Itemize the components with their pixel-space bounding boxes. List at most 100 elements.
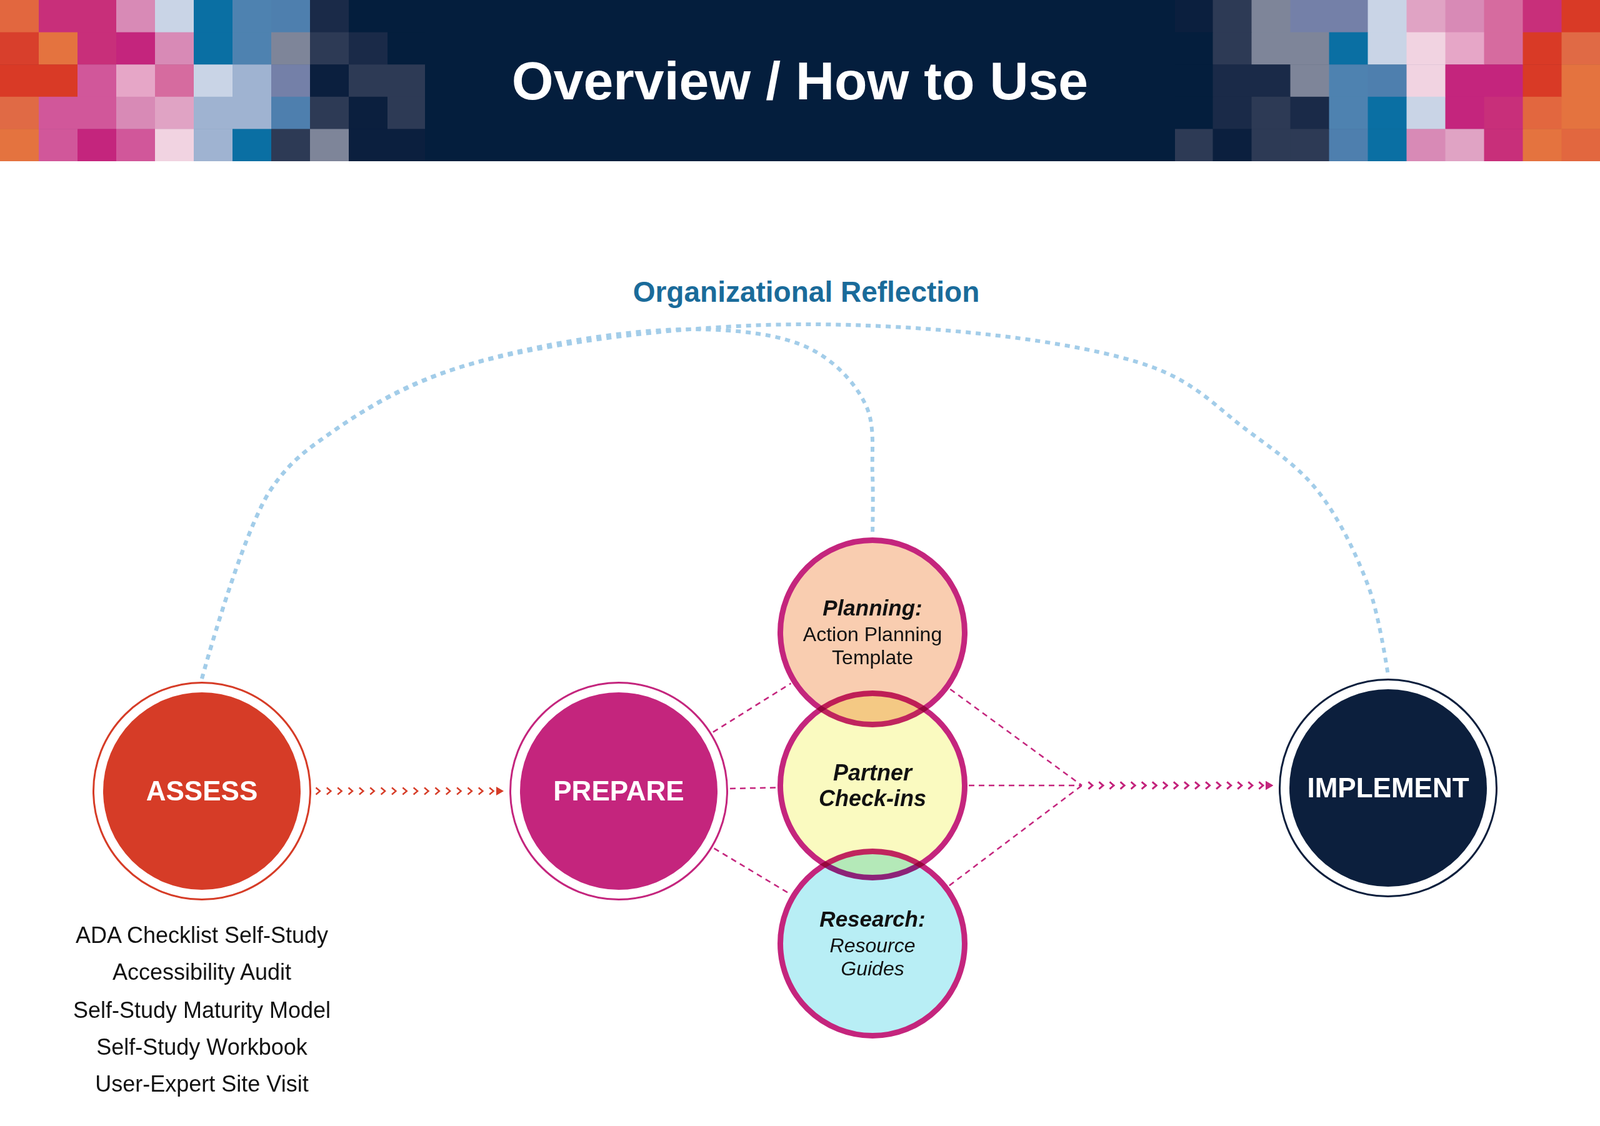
mosaic-tile <box>1290 128 1330 162</box>
dashed-line <box>713 683 792 733</box>
mosaic-tile <box>387 128 427 162</box>
mosaic-tile <box>193 0 234 33</box>
circle-fill <box>1289 689 1487 887</box>
circle-fill <box>520 692 718 890</box>
title-holder: Overview / How to Use <box>425 0 1175 162</box>
mosaic-tile <box>1173 64 1214 97</box>
circle-node: IMPLEMENT <box>1278 678 1499 899</box>
circle-fill <box>780 851 965 1037</box>
node-heading: PREPARE <box>525 775 713 808</box>
mosaic-tile <box>271 0 311 33</box>
page-title: Overview / How to Use <box>511 50 1089 112</box>
chevron-arrow <box>318 791 503 792</box>
mosaic-tile <box>116 0 156 33</box>
mosaic-tile <box>1406 0 1446 33</box>
circle-node: Research:Resource Guides <box>777 848 968 1039</box>
mosaic-tile <box>310 0 350 33</box>
dashed-line <box>949 785 1082 886</box>
circle-node: PREPARE <box>508 681 729 902</box>
mosaic-tile <box>1483 64 1524 97</box>
mosaic-tile <box>1483 32 1524 65</box>
chevron-arrow <box>1090 785 1272 787</box>
mosaic-tile <box>1367 0 1407 33</box>
mosaic-tile <box>193 128 234 162</box>
mosaic-tile <box>1290 96 1330 130</box>
mosaic-tile <box>77 64 117 97</box>
mosaic-tile <box>116 128 156 162</box>
mosaic-tile <box>1561 128 1600 162</box>
mosaic-tile <box>232 64 272 97</box>
outer-ring <box>93 683 311 900</box>
mosaic-tile <box>1522 128 1562 162</box>
mosaic-tile <box>77 96 117 130</box>
node-heading: Partner Check-ins <box>800 760 945 812</box>
mosaic-tile <box>77 32 117 65</box>
mosaic-tile <box>348 96 389 130</box>
mosaic-tile <box>1328 64 1369 97</box>
connector <box>201 329 874 679</box>
mosaic-tile <box>232 128 272 162</box>
mosaic-tile <box>1212 128 1252 162</box>
edge-label: Organizational Reflection <box>626 275 987 309</box>
mosaic-tile <box>1251 128 1291 162</box>
connector <box>949 785 1272 886</box>
mosaic-tile <box>0 0 40 33</box>
dashed-line <box>714 848 790 895</box>
node-heading: Research: <box>810 906 935 932</box>
mosaic-tile <box>38 128 79 162</box>
mosaic-tile <box>155 0 195 33</box>
mosaic-tile <box>0 96 40 130</box>
connector <box>950 689 1272 786</box>
mosaic-tile <box>1212 32 1252 65</box>
mosaic-tile <box>1328 128 1369 162</box>
mosaic-tile <box>1561 32 1600 65</box>
mosaic-tile <box>1212 96 1252 130</box>
mosaic-tile <box>1173 128 1214 162</box>
outer-ring <box>1280 680 1497 897</box>
mosaic-tile <box>155 96 195 130</box>
mosaic-tile <box>1406 32 1446 65</box>
mosaic-tile <box>1212 0 1252 33</box>
mosaic-tile <box>1445 128 1485 162</box>
mosaic-tile <box>271 128 311 162</box>
mosaic-tile <box>1483 0 1524 33</box>
mosaic-tile <box>1367 64 1407 97</box>
mosaic-tile <box>1445 64 1485 97</box>
mosaic-tile <box>155 64 195 97</box>
mosaic-tile <box>348 64 389 97</box>
chevron-arrow <box>1090 785 1272 787</box>
mosaic-tile <box>1522 64 1562 97</box>
mosaic-tile <box>116 32 156 65</box>
mosaic-tile <box>1445 0 1485 33</box>
dashed-line <box>730 787 777 789</box>
connector <box>318 791 503 792</box>
mosaic-tile <box>348 0 389 33</box>
mosaic-tile <box>1173 96 1214 130</box>
connector <box>968 785 1272 787</box>
mosaic-tile <box>38 32 79 65</box>
mosaic-tile <box>38 96 79 130</box>
mosaic-tile <box>1328 0 1369 33</box>
mosaic-tile <box>38 64 79 97</box>
mosaic-tile <box>1173 32 1214 65</box>
chevron-arrow <box>1090 785 1272 787</box>
tool-list-item: User-Expert Site Visit <box>95 1071 309 1098</box>
mosaic-tile <box>310 128 350 162</box>
mosaic-tile <box>1251 32 1291 65</box>
mosaic-tile <box>1561 0 1600 33</box>
mosaic-tile <box>1483 128 1524 162</box>
node-heading: ASSESS <box>108 775 296 808</box>
mosaic-tile <box>232 96 272 130</box>
mosaic-tile <box>1328 96 1369 130</box>
header-ground <box>0 0 1600 162</box>
dashed-line <box>950 689 1082 786</box>
tool-list-item: Self-Study Maturity Model <box>73 997 331 1024</box>
mosaic-tile <box>1290 64 1330 97</box>
mosaic-tile <box>1522 96 1562 130</box>
tool-list-item: Self-Study Workbook <box>96 1034 307 1061</box>
node-heading: Planning: <box>794 595 951 621</box>
mosaic-tile <box>348 128 389 162</box>
mosaic-tile <box>0 64 40 97</box>
mosaic-tile <box>387 0 427 33</box>
